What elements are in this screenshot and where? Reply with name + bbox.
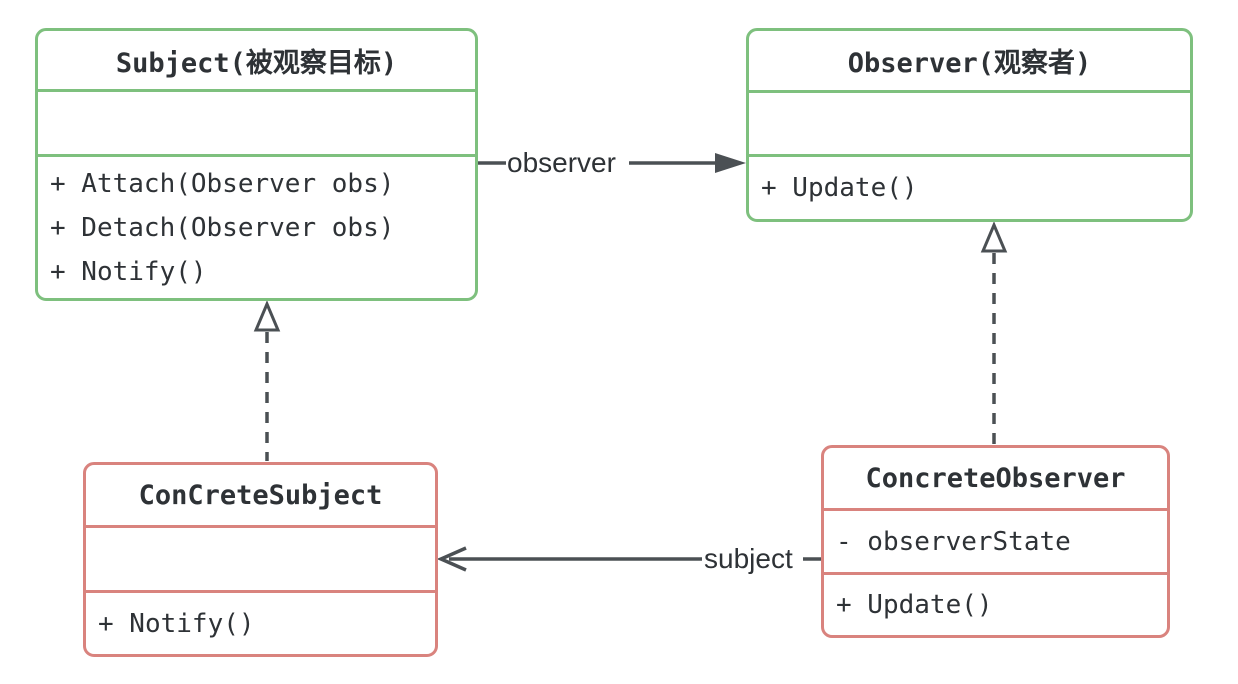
method-item: + Notify()	[50, 256, 207, 287]
class-concrete-subject-methods-compartment: + Notify()	[86, 593, 435, 654]
class-concrete-observer: ConcreteObserver - observerState + Updat…	[821, 445, 1170, 638]
attribute-item: - observerState	[836, 526, 1071, 557]
class-subject: Subject(被观察目标) + Attach(Observer obs) + …	[35, 28, 478, 301]
concrete-observer-realization-arrowhead-icon	[980, 221, 1008, 253]
class-concrete-observer-title: ConcreteObserver	[865, 462, 1126, 494]
edge-label-subject: subject	[704, 543, 793, 574]
class-concrete-subject-attributes-compartment	[86, 525, 435, 593]
method-item: + Notify()	[98, 608, 255, 639]
method-item: + Update()	[836, 590, 993, 620]
class-subject-attributes-compartment	[38, 89, 475, 157]
class-observer-methods-compartment: + Update()	[749, 157, 1190, 219]
concrete-subject-realization-arrowhead-icon	[253, 300, 281, 332]
class-concrete-observer-methods-compartment: + Update()	[824, 575, 1167, 635]
class-subject-methods-compartment: + Attach(Observer obs) + Detach(Observer…	[38, 157, 475, 298]
class-observer-title: Observer(观察者)	[847, 48, 1092, 79]
observer-arrowhead-icon	[715, 153, 746, 173]
class-concrete-subject-title: ConCreteSubject	[138, 479, 383, 511]
subject-open-arrowhead-icon	[436, 546, 467, 572]
method-item: + Detach(Observer obs)	[50, 212, 395, 243]
class-concrete-observer-attributes-compartment: - observerState	[824, 508, 1167, 575]
class-observer-attributes-compartment	[749, 90, 1190, 157]
edge-label-observer: observer	[507, 147, 616, 178]
class-subject-title: Subject(被观察目标)	[115, 47, 398, 79]
method-item: + Update()	[761, 173, 918, 203]
class-concrete-subject: ConCreteSubject + Notify()	[83, 462, 438, 657]
class-observer: Observer(观察者) + Update()	[746, 28, 1193, 222]
method-item: + Attach(Observer obs)	[50, 168, 395, 199]
